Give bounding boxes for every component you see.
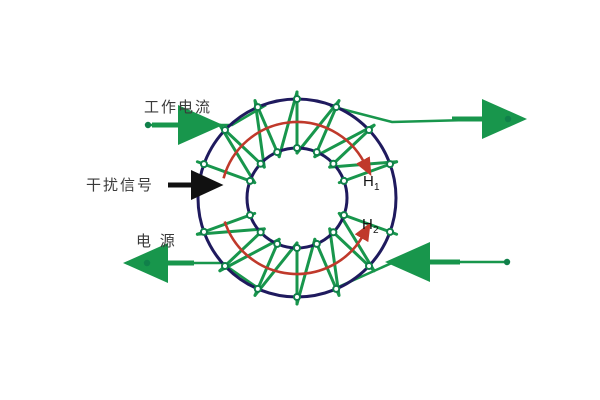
field-label-h1-subscript: 1	[374, 182, 380, 193]
winding-node	[293, 95, 301, 103]
lead-top-right[interactable]	[329, 99, 527, 139]
magnetic-field-arrows: H 1 H 2	[222, 120, 380, 276]
winding-node	[220, 126, 229, 135]
lead-bottom-left-wire	[149, 261, 259, 290]
field-label-h1: H	[363, 173, 374, 190]
winding-turn	[328, 227, 341, 297]
winding-node	[256, 228, 265, 237]
winding-node	[293, 293, 301, 301]
winding-turn	[218, 237, 281, 273]
winding-node	[246, 211, 255, 220]
winding-node	[386, 160, 395, 169]
diagram-labels: 工作电流 干扰信号 电 源	[86, 98, 224, 250]
label-working-current: 工作电流	[144, 98, 212, 116]
winding-turn	[253, 241, 299, 297]
winding-node	[199, 160, 208, 169]
winding-node	[293, 144, 301, 152]
label-power-source: 电 源	[136, 232, 177, 250]
winding-node	[332, 284, 341, 293]
winding-node	[312, 148, 321, 157]
winding-node	[293, 244, 301, 252]
winding-turn	[277, 90, 299, 159]
label-interference-signal: 干扰信号	[86, 176, 154, 194]
winding-node	[312, 239, 321, 248]
winding-node	[273, 148, 282, 157]
winding-node	[365, 126, 374, 135]
winding-turn	[313, 123, 376, 159]
winding-node	[329, 159, 338, 168]
winding-node	[273, 239, 282, 248]
winding-turn	[218, 123, 257, 185]
winding-node	[329, 228, 338, 237]
winding-turn	[253, 99, 266, 169]
winding-node	[256, 159, 265, 168]
field-arc-h1	[222, 120, 372, 179]
winding-node	[253, 284, 262, 293]
winding-node	[386, 227, 395, 236]
winding-node	[199, 227, 208, 236]
field-label-h2-subscript: 2	[373, 225, 379, 236]
lead-top-right-terminal	[504, 115, 512, 123]
winding-turn	[295, 99, 341, 155]
winding-node	[332, 103, 341, 112]
field-arc-h2	[223, 221, 371, 276]
winding-turn	[295, 237, 317, 306]
winding-node	[220, 261, 229, 270]
winding-node	[246, 176, 255, 185]
winding-node	[365, 261, 374, 270]
lead-bottom-left-terminal	[143, 259, 151, 267]
winding-node	[253, 103, 262, 112]
winding-node	[339, 176, 348, 185]
field-label-h2: H	[362, 216, 373, 233]
winding-turn	[195, 227, 266, 236]
winding-node	[339, 211, 348, 220]
lead-bottom-right-terminal	[503, 258, 511, 266]
lead-top-left-terminal	[144, 121, 152, 129]
lead-bottom-left[interactable]	[123, 243, 259, 290]
winding-nodes	[199, 95, 395, 301]
